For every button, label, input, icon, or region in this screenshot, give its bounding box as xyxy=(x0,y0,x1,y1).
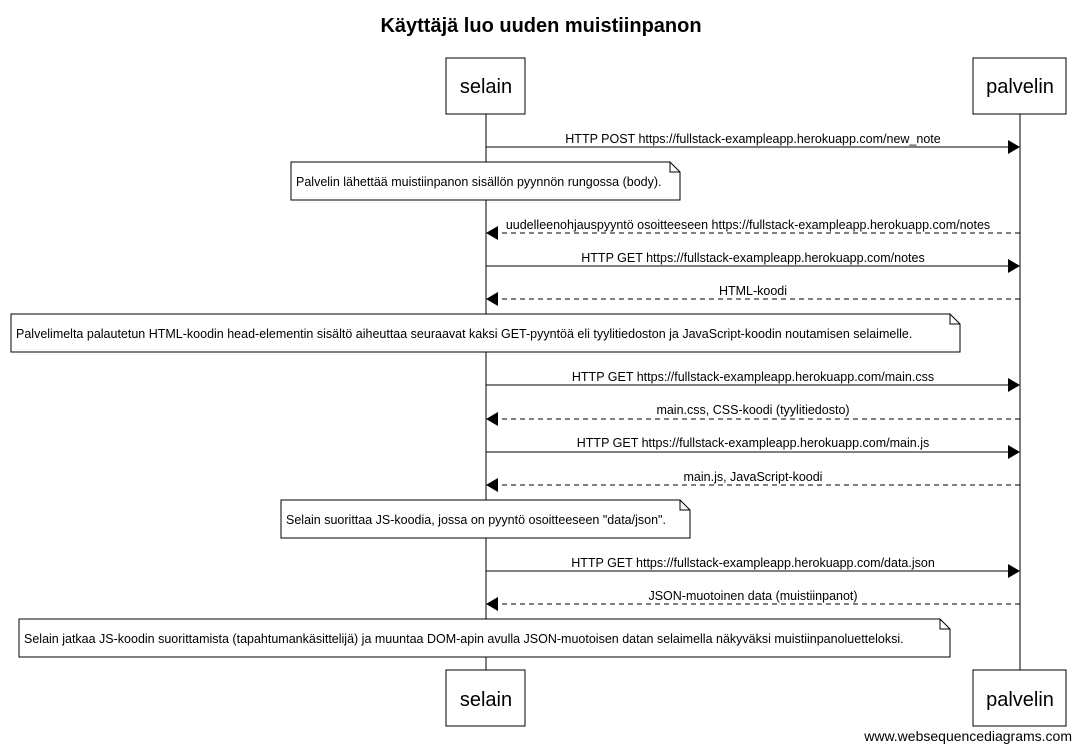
message-json-response: JSON-muotoinen data (muistiinpanot) xyxy=(486,589,1020,611)
note-request-body: Palvelin lähettää muistiinpanon sisällön… xyxy=(290,161,681,201)
message-post-new-note: HTTP POST https://fullstack-exampleapp.h… xyxy=(486,132,1020,154)
note-text: Selain suorittaa JS-koodia, jossa on pyy… xyxy=(286,513,666,527)
actor-label: selain xyxy=(460,76,512,98)
message-js-response: main.js, JavaScript-koodi xyxy=(486,470,1020,492)
actor-selain-top: selain xyxy=(445,57,526,115)
note-render-notes: Selain jatkaa JS-koodin suorittamista (t… xyxy=(18,618,951,658)
actor-palvelin-top: palvelin xyxy=(972,57,1067,115)
message-label: uudelleenohjauspyyntö osoitteeseen https… xyxy=(506,218,990,232)
actor-palvelin-bottom: palvelin xyxy=(972,669,1067,727)
message-label: HTTP GET https://fullstack-exampleapp.he… xyxy=(572,370,934,384)
note-text: Selain jatkaa JS-koodin suorittamista (t… xyxy=(24,632,904,646)
message-label: JSON-muotoinen data (muistiinpanot) xyxy=(648,589,857,603)
actor-label: selain xyxy=(460,689,512,711)
message-label: main.css, CSS-koodi (tyylitiedosto) xyxy=(656,403,849,417)
message-label: HTTP POST https://fullstack-exampleapp.h… xyxy=(565,132,940,146)
message-html-response: HTML-koodi xyxy=(486,284,1020,306)
note-head-element: Palvelimelta palautetun HTML-koodin head… xyxy=(10,313,961,353)
message-get-main-css: HTTP GET https://fullstack-exampleapp.he… xyxy=(486,370,1020,392)
actor-selain-bottom: selain xyxy=(445,669,526,727)
actor-label: palvelin xyxy=(986,76,1054,98)
actor-label: palvelin xyxy=(986,689,1054,711)
message-css-response: main.css, CSS-koodi (tyylitiedosto) xyxy=(486,403,1020,426)
message-label: HTTP GET https://fullstack-exampleapp.he… xyxy=(581,251,924,265)
message-label: main.js, JavaScript-koodi xyxy=(684,470,823,484)
note-text: Palvelin lähettää muistiinpanon sisällön… xyxy=(296,175,662,189)
note-text: Palvelimelta palautetun HTML-koodin head… xyxy=(16,327,912,341)
message-get-main-js: HTTP GET https://fullstack-exampleapp.he… xyxy=(486,436,1020,459)
diagram-title: Käyttäjä luo uuden muistiinpanon xyxy=(380,15,701,37)
note-js-executes: Selain suorittaa JS-koodia, jossa on pyy… xyxy=(280,499,691,539)
message-label: HTML-koodi xyxy=(719,284,787,298)
watermark-text: www.websequencediagrams.com xyxy=(863,728,1072,744)
message-redirect: uudelleenohjauspyyntö osoitteeseen https… xyxy=(486,218,1020,240)
message-get-data-json: HTTP GET https://fullstack-exampleapp.he… xyxy=(486,556,1020,578)
message-get-notes: HTTP GET https://fullstack-exampleapp.he… xyxy=(486,251,1020,273)
message-label: HTTP GET https://fullstack-exampleapp.he… xyxy=(577,436,929,450)
message-label: HTTP GET https://fullstack-exampleapp.he… xyxy=(571,556,935,570)
